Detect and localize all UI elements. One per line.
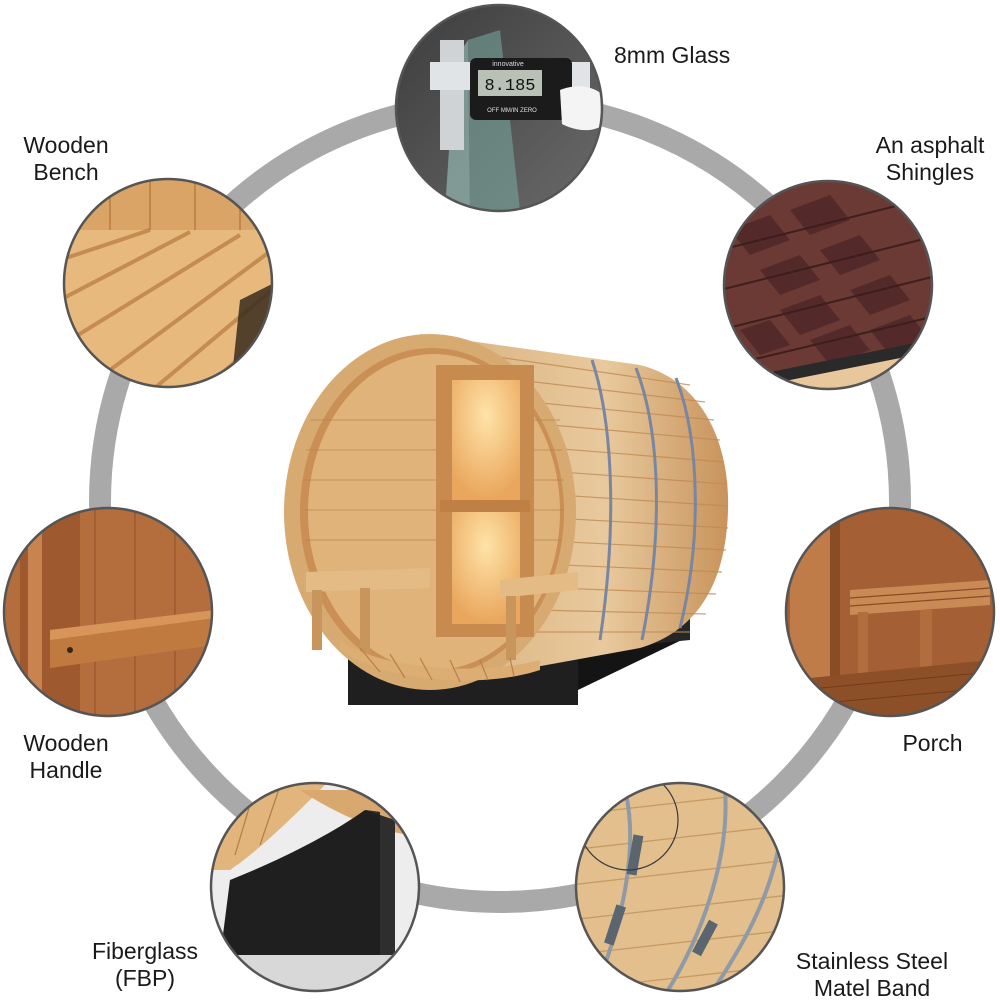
caliper-reading: 8.185 <box>484 77 535 96</box>
label-steel-band: Stainless Steel Matel Band <box>795 948 949 1001</box>
steel-band-image <box>576 783 784 991</box>
wooden-handle-image <box>4 508 212 716</box>
glass-feature-image: 8.185 innovative OFF MM/IN ZERO <box>396 5 602 211</box>
caliper-buttons: OFF MM/IN ZERO <box>487 108 537 114</box>
wooden-bench-image <box>64 179 272 387</box>
label-porch: Porch <box>902 730 963 756</box>
label-wooden-bench: Wooden Bench <box>23 132 109 185</box>
label-8mm-glass: 8mm Glass <box>614 42 731 68</box>
porch-image <box>786 508 994 716</box>
label-wooden-handle: Wooden Handle <box>23 730 109 783</box>
caliper-brand: innovative <box>492 61 524 68</box>
label-fiberglass: Fiberglass (FBP) <box>91 938 199 991</box>
barrel-sauna-image <box>284 334 729 705</box>
label-asphalt-shingles: An asphalt Shingles <box>875 132 985 185</box>
